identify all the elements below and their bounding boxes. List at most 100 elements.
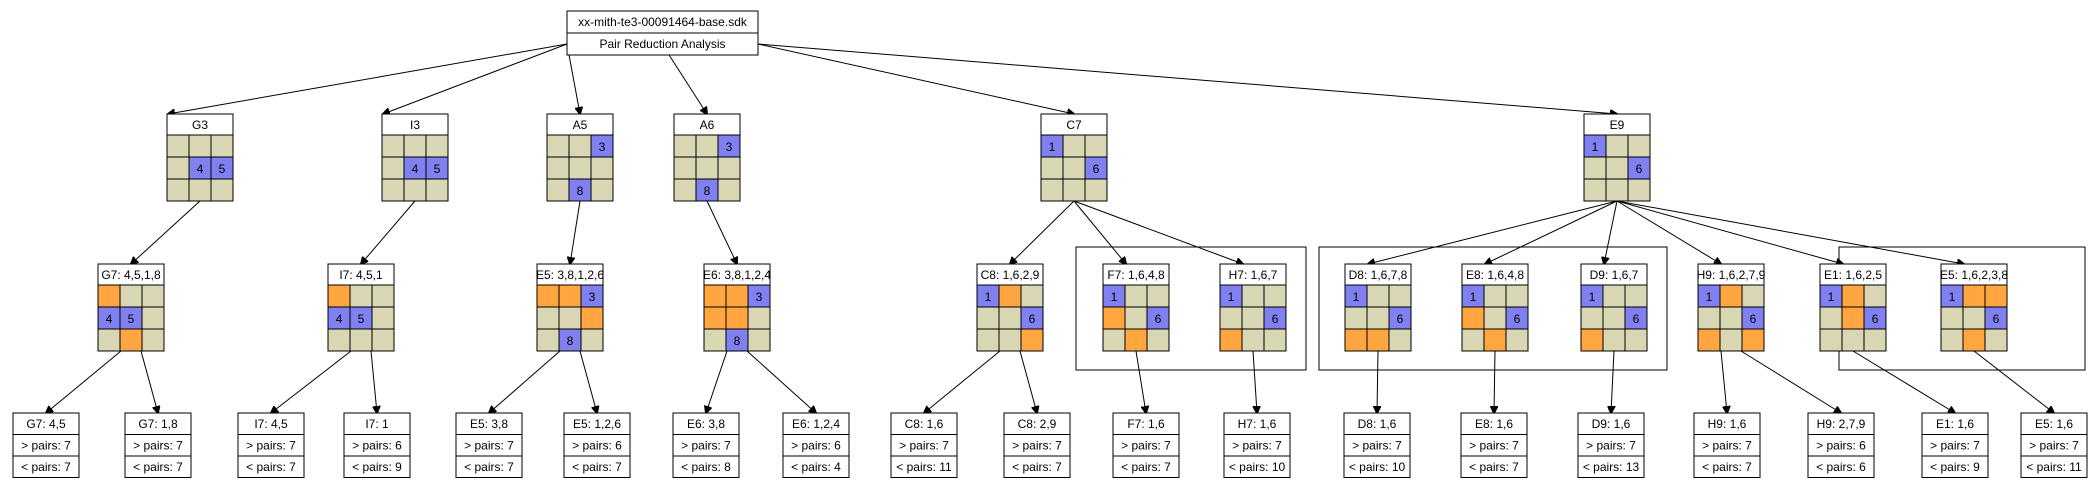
candidate-g7-4-5-1-8-cell-0 bbox=[97, 284, 121, 308]
edge-unit-to-candidate bbox=[1604, 200, 1618, 264]
candidate-d9-1-6-7-cell-3 bbox=[1580, 306, 1604, 330]
candidate-f7-1-6-4-8-cell-6 bbox=[1102, 328, 1126, 352]
edge-unit-to-candidate bbox=[1616, 200, 1843, 264]
candidate-e6-3-8-1-2-4-node[interactable]: E6: 3,8,1,2,438 bbox=[703, 263, 771, 352]
result-e6-3-8-node[interactable]: E6: 3,8> pairs: 7< pairs: 8 bbox=[672, 412, 740, 478]
candidate-h9-1-6-2-7-9-node[interactable]: H9: 1,6,2,7,916 bbox=[1697, 263, 1766, 352]
candidate-e6-3-8-1-2-4-cell-1 bbox=[725, 284, 749, 308]
result-e6-3-8-less-box bbox=[672, 455, 740, 478]
result-d8-1-6-more: > pairs: 7 bbox=[1352, 439, 1402, 453]
edge-candidate-to-result bbox=[46, 350, 122, 413]
candidate-h7-1-6-7-cell-8 bbox=[1263, 328, 1287, 352]
unit-a6-cell-5 bbox=[717, 156, 741, 180]
candidate-c8-1-6-2-9-cell-8 bbox=[1020, 328, 1044, 352]
candidate-e1-1-6-2-5-node[interactable]: E1: 1,6,2,516 bbox=[1819, 263, 1887, 352]
candidate-d9-1-6-7-node[interactable]: D9: 1,6,716 bbox=[1580, 263, 1648, 352]
result-d8-1-6-node[interactable]: D8: 1,6> pairs: 7< pairs: 10 bbox=[1343, 412, 1411, 478]
result-e6-1-2-4-less: < pairs: 4 bbox=[791, 460, 841, 474]
unit-e9-cell-7 bbox=[1605, 178, 1629, 202]
candidate-f7-1-6-4-8-cell-digit: 1 bbox=[1111, 290, 1118, 304]
edge-unit-to-candidate bbox=[1616, 200, 1721, 264]
result-h7-1-6-node[interactable]: H7: 1,6> pairs: 7< pairs: 10 bbox=[1223, 412, 1291, 478]
result-d9-1-6-node[interactable]: D9: 1,6> pairs: 7< pairs: 13 bbox=[1577, 412, 1645, 478]
result-e5-1-2-6-node[interactable]: E5: 1,2,6> pairs: 6< pairs: 7 bbox=[563, 412, 631, 478]
result-i7-4-5-node[interactable]: I7: 4,5> pairs: 7< pairs: 7 bbox=[237, 412, 305, 478]
result-e6-3-8-less: < pairs: 8 bbox=[681, 460, 731, 474]
unit-a6-cell-6 bbox=[673, 178, 697, 202]
result-g7-1-8-label: G7: 1,8 bbox=[138, 417, 178, 431]
unit-e9-cell-digit: 6 bbox=[1636, 162, 1643, 176]
unit-i3-label: I3 bbox=[410, 118, 420, 132]
candidate-e5-3-8-1-2-6-node[interactable]: E5: 3,8,1,2,638 bbox=[536, 263, 604, 352]
result-f7-1-6-node[interactable]: F7: 1,6> pairs: 7< pairs: 7 bbox=[1112, 412, 1180, 478]
candidate-e5-1-6-2-3-8-cell-4 bbox=[1962, 306, 1986, 330]
candidate-d8-1-6-7-8-node[interactable]: D8: 1,6,7,816 bbox=[1344, 263, 1412, 352]
root-node[interactable]: xx-mith-te3-00091464-base.sdk Pair Reduc… bbox=[566, 10, 759, 56]
result-e6-1-2-4-node[interactable]: E6: 1,2,4> pairs: 6< pairs: 4 bbox=[782, 412, 850, 478]
candidate-h7-1-6-7-cell-4 bbox=[1241, 306, 1265, 330]
edge-candidate-to-result bbox=[1611, 350, 1614, 413]
candidate-g7-4-5-1-8-label: G7: 4,5,1,8 bbox=[101, 268, 161, 282]
candidate-f7-1-6-4-8-cell-2 bbox=[1146, 284, 1170, 308]
result-f7-1-6-less-box bbox=[1112, 455, 1180, 478]
candidate-h7-1-6-7-cell-3 bbox=[1219, 306, 1243, 330]
candidate-h9-1-6-2-7-9-cell-1 bbox=[1719, 284, 1743, 308]
candidate-i7-4-5-1-label: I7: 4,5,1 bbox=[339, 268, 383, 282]
candidate-h9-1-6-2-7-9-cell-7 bbox=[1719, 328, 1743, 352]
result-e1-1-6-node[interactable]: E1: 1,6> pairs: 7< pairs: 9 bbox=[1921, 412, 1989, 478]
result-e5-3-8-node[interactable]: E5: 3,8> pairs: 7< pairs: 7 bbox=[455, 412, 523, 478]
candidate-c8-1-6-2-9-cell-digit: 6 bbox=[1029, 312, 1036, 326]
result-g7-1-8-node[interactable]: G7: 1,8> pairs: 7< pairs: 7 bbox=[124, 412, 192, 478]
unit-a5-label: A5 bbox=[573, 118, 588, 132]
candidate-e5-1-6-2-3-8-node[interactable]: E5: 1,6,2,3,816 bbox=[1940, 263, 2008, 352]
candidate-e5-3-8-1-2-6-cell-4 bbox=[558, 306, 582, 330]
candidate-d9-1-6-7-cell-4 bbox=[1602, 306, 1626, 330]
result-c8-2-9-less: < pairs: 7 bbox=[1012, 460, 1062, 474]
candidate-c8-1-6-2-9-node[interactable]: C8: 1,6,2,916 bbox=[976, 263, 1044, 352]
result-g7-4-5-less-box bbox=[12, 455, 80, 478]
unit-a5-cell-6 bbox=[546, 178, 570, 202]
candidate-d8-1-6-7-8-cell-digit: 1 bbox=[1353, 290, 1360, 304]
unit-a6-label: A6 bbox=[700, 118, 715, 132]
result-i7-1-node[interactable]: I7: 1> pairs: 6< pairs: 9 bbox=[343, 412, 411, 478]
result-e8-1-6-node[interactable]: E8: 1,6> pairs: 7< pairs: 7 bbox=[1460, 412, 1528, 478]
edge-candidate-to-result bbox=[1494, 350, 1495, 413]
result-c8-2-9-node[interactable]: C8: 2,9> pairs: 7< pairs: 7 bbox=[1003, 412, 1071, 478]
unit-c7-cell-4 bbox=[1062, 156, 1086, 180]
result-i7-1-label: I7: 1 bbox=[365, 417, 389, 431]
candidate-e8-1-6-4-8-label: E8: 1,6,4,8 bbox=[1466, 268, 1524, 282]
result-g7-1-8-more: > pairs: 7 bbox=[133, 439, 183, 453]
result-c8-1-6-node[interactable]: C8: 1,6> pairs: 7< pairs: 11 bbox=[890, 412, 958, 478]
result-h9-1-6-node[interactable]: H9: 1,6> pairs: 7< pairs: 7 bbox=[1693, 412, 1761, 478]
candidate-e8-1-6-4-8-node[interactable]: E8: 1,6,4,816 bbox=[1461, 263, 1529, 352]
result-g7-4-5-label: G7: 4,5 bbox=[26, 417, 66, 431]
candidate-e6-3-8-1-2-4-cell-0 bbox=[703, 284, 727, 308]
result-e5-3-8-less: < pairs: 7 bbox=[464, 460, 514, 474]
result-g7-4-5-node[interactable]: G7: 4,5> pairs: 7< pairs: 7 bbox=[12, 412, 80, 478]
candidate-h7-1-6-7-cell-6 bbox=[1219, 328, 1243, 352]
candidate-e1-1-6-2-5-cell-3 bbox=[1819, 306, 1843, 330]
unit-e9-cell-1 bbox=[1605, 134, 1629, 158]
result-e5-1-6-less: < pairs: 11 bbox=[2026, 460, 2082, 474]
candidate-f7-1-6-4-8-label: F7: 1,6,4,8 bbox=[1107, 268, 1165, 282]
edge-unit-to-candidate bbox=[1073, 200, 1243, 264]
result-i7-1-more: > pairs: 6 bbox=[352, 439, 402, 453]
candidate-h7-1-6-7-cell-1 bbox=[1241, 284, 1265, 308]
result-e5-1-6-node[interactable]: E5: 1,6> pairs: 7< pairs: 11 bbox=[2020, 412, 2088, 478]
unit-c7-cell-1 bbox=[1062, 134, 1086, 158]
unit-g3-cell-7 bbox=[188, 178, 212, 202]
unit-c7-cell-8 bbox=[1084, 178, 1108, 202]
candidate-f7-1-6-4-8-node[interactable]: F7: 1,6,4,816 bbox=[1102, 263, 1170, 352]
candidate-h9-1-6-2-7-9-cell-4 bbox=[1719, 306, 1743, 330]
result-h9-2-7-9-node[interactable]: H9: 2,7,9> pairs: 6< pairs: 6 bbox=[1807, 412, 1875, 478]
candidate-h7-1-6-7-node[interactable]: H7: 1,6,716 bbox=[1219, 263, 1287, 352]
edge-root-to-unit bbox=[661, 43, 707, 114]
